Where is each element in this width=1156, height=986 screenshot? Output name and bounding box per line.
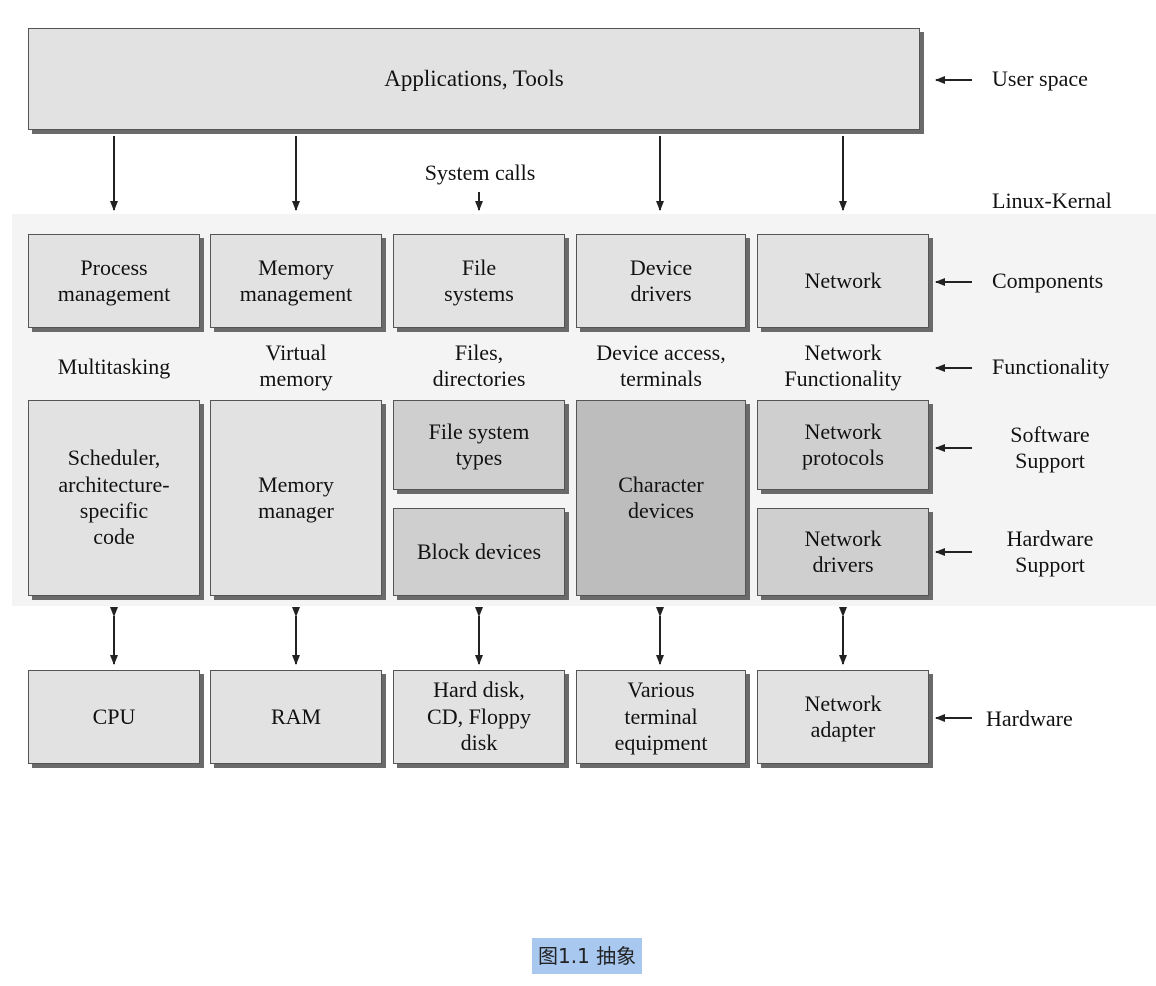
label-hardware: Hardware (986, 706, 1073, 731)
memory-manager-box: Memory manager (210, 400, 382, 596)
label-functionality: Functionality (992, 354, 1110, 379)
cpu-box: CPU (28, 670, 200, 764)
file-systems-box: File systems (393, 234, 565, 328)
system-calls-label: System calls (424, 160, 536, 185)
label-user-space: User space (992, 66, 1088, 91)
functionality-device-access: Device access, terminals (596, 340, 726, 392)
label-components: Components (992, 268, 1104, 293)
functionality-network: Network Functionality (784, 340, 902, 392)
ram-box: RAM (210, 670, 382, 764)
figure-caption: 图1.1 抽象 (532, 938, 643, 974)
terminal-equipment-box: Various terminal equipment (576, 670, 746, 764)
label-linux-kernal: Linux-Kernal (992, 188, 1112, 213)
network-protocols-box: Network protocols (757, 400, 929, 490)
memory-management-box: Memory management (210, 234, 382, 328)
label-software-support: Software Support (1010, 422, 1090, 474)
functionality-multitasking: Multitasking (57, 354, 171, 379)
block-devices-box: Block devices (393, 508, 565, 596)
functionality-virtual-memory: Virtual memory (259, 340, 333, 392)
process-management-box: Process management (28, 234, 200, 328)
device-drivers-box: Device drivers (576, 234, 746, 328)
applications-tools-box: Applications, Tools (28, 28, 920, 130)
label-hardware-support: Hardware Support (1006, 526, 1094, 578)
character-devices-box: Character devices (576, 400, 746, 596)
network-drivers-box: Network drivers (757, 508, 929, 596)
scheduler-box: Scheduler, architecture- specific code (28, 400, 200, 596)
network-box: Network (757, 234, 929, 328)
file-system-types-box: File system types (393, 400, 565, 490)
network-adapter-box: Network adapter (757, 670, 929, 764)
hard-disk-box: Hard disk, CD, Floppy disk (393, 670, 565, 764)
functionality-files-directories: Files, directories (432, 340, 526, 392)
